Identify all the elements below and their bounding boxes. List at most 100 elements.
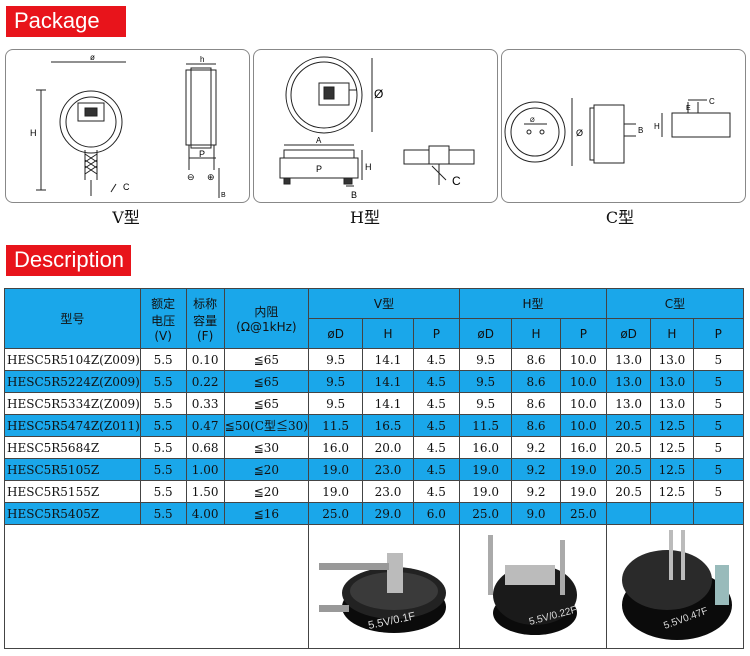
c-H-label: H: [654, 122, 660, 131]
header-sub: øD: [307, 318, 364, 349]
h-B-label: B: [351, 190, 357, 200]
spec-cell: 9.5: [458, 370, 513, 393]
spec-cell: 12.5: [650, 436, 694, 459]
spec-cell: 16.0: [307, 436, 364, 459]
spec-cell: 20.5: [605, 480, 652, 503]
spec-cell: 9.5: [307, 370, 364, 393]
spec-cell: 9.2: [511, 436, 561, 459]
spec-cell: 23.0: [362, 458, 414, 481]
c-type-drawing-panel: Ø Ø B H E C: [501, 49, 746, 203]
spec-cell: 16.5: [362, 414, 414, 437]
spec-cell: 23.0: [362, 480, 414, 503]
spec-cell: 8.6: [511, 392, 561, 415]
spec-cell: 20.5: [605, 414, 652, 437]
v-type-drawing-panel: ø H C h P ⊖ ⊕ B: [5, 49, 250, 203]
model-cell: HESC5R5405Z: [4, 502, 141, 525]
spec-cell: 12.5: [650, 414, 694, 437]
v-type-caption: V型: [112, 208, 140, 227]
spec-cell: 19.0: [307, 458, 364, 481]
spec-cell: [692, 502, 745, 525]
h-A-label: A: [316, 136, 322, 145]
spec-cell: 13.0: [650, 370, 694, 393]
spec-cell: 4.00: [185, 502, 225, 525]
v-h-label: h: [200, 55, 204, 64]
h-type-drawing: Ø A H P B C: [279, 56, 475, 200]
spec-cell: 4.5: [412, 414, 460, 437]
c-E-label: E: [686, 105, 691, 112]
spec-cell: 8.6: [511, 348, 561, 371]
spec-cell: 5.5: [139, 436, 187, 459]
spec-cell: 4.5: [412, 392, 460, 415]
model-cell: HESC5R5334Z(Z009): [4, 392, 141, 415]
spec-cell: 9.5: [307, 392, 364, 415]
spec-cell: ≦50(C型≦30): [223, 414, 309, 437]
header-sub: P: [559, 318, 607, 349]
spec-cell: 14.1: [362, 392, 414, 415]
spec-cell: 13.0: [605, 348, 652, 371]
package-heading: Package: [6, 6, 126, 37]
spec-cell: [605, 502, 652, 525]
spec-cell: 8.6: [511, 414, 561, 437]
spec-cell: 9.2: [511, 458, 561, 481]
spec-cell: 6.0: [412, 502, 460, 525]
spec-cell: 5: [692, 348, 745, 371]
photo-c-type: 5.5V0.47F: [605, 524, 745, 649]
v-type-drawing: ø H C h P ⊖ ⊕ B: [30, 53, 226, 199]
spec-cell: 5: [692, 458, 745, 481]
spec-cell: 5.5: [139, 458, 187, 481]
spec-cell: 19.0: [559, 480, 607, 503]
spec-cell: 5.5: [139, 414, 187, 437]
v-B-label: B: [221, 192, 226, 199]
description-heading: Description: [6, 245, 131, 276]
spec-cell: 25.0: [559, 502, 607, 525]
spec-cell: 11.5: [458, 414, 513, 437]
header-sub: H: [362, 318, 414, 349]
v-P-label: P: [199, 149, 205, 159]
header-model: 型号: [4, 288, 141, 349]
spec-cell: 9.2: [511, 480, 561, 503]
spec-cell: 5.5: [139, 392, 187, 415]
spec-cell: 5: [692, 436, 745, 459]
photo-blank-cell: [4, 524, 309, 649]
spec-cell: 29.0: [362, 502, 414, 525]
spec-cell: 14.1: [362, 348, 414, 371]
header-group-c: C型: [605, 288, 745, 319]
c-type-photo: 5.5V0.47F: [621, 530, 732, 640]
header-sub: H: [511, 318, 561, 349]
spec-cell: 5.5: [139, 502, 187, 525]
spec-cell: 20.5: [605, 458, 652, 481]
c-C-label: C: [709, 97, 715, 106]
spec-cell: 5.5: [139, 348, 187, 371]
model-cell: HESC5R5155Z: [4, 480, 141, 503]
spec-cell: 13.0: [605, 392, 652, 415]
c-type-caption: C型: [605, 208, 635, 227]
spec-cell: 9.5: [458, 348, 513, 371]
spec-cell: 10.0: [559, 414, 607, 437]
spec-cell: 1.00: [185, 458, 225, 481]
v-type-photo: 5.5V/0.1F: [318, 553, 446, 633]
spec-cell: [650, 502, 694, 525]
spec-cell: 10.0: [559, 370, 607, 393]
spec-cell: 20.5: [605, 436, 652, 459]
spec-cell: ≦30: [223, 436, 309, 459]
header-sub: P: [692, 318, 745, 349]
photo-h-type: 5.5V/0.22F: [458, 524, 607, 649]
h-diameter-label: Ø: [374, 87, 383, 101]
spec-cell: 12.5: [650, 458, 694, 481]
spec-cell: 9.0: [511, 502, 561, 525]
v-H-label: H: [30, 128, 37, 138]
h-H-label: H: [365, 162, 372, 172]
spec-cell: 19.0: [307, 480, 364, 503]
v-minus-label: ⊖: [187, 172, 195, 182]
spec-cell: 5.5: [139, 370, 187, 393]
spec-cell: 0.47: [185, 414, 225, 437]
spec-table: 型号 额定电压(V) 标称容量(F) 内阻(Ω@1kHz) V型 H型 C型 ø…: [4, 288, 745, 649]
model-cell: HESC5R5684Z: [4, 436, 141, 459]
header-sub: øD: [605, 318, 652, 349]
spec-cell: 5.5: [139, 480, 187, 503]
